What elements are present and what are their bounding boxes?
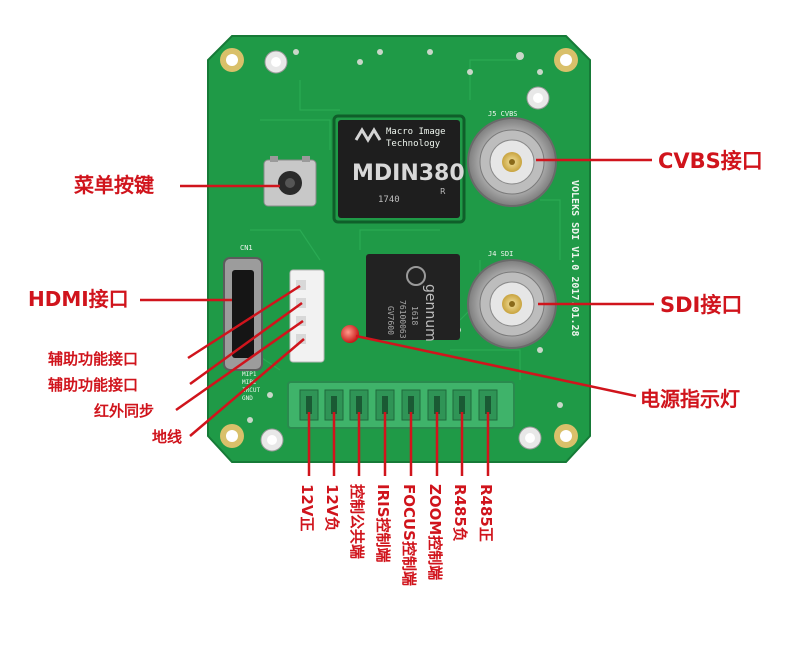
conn-j5: J5 CVBS (488, 110, 518, 118)
terminal-label: R485负 (451, 484, 469, 542)
terminal-label: IRIS控制端 (374, 484, 392, 563)
pin-mip1: MIP1 (242, 371, 257, 378)
terminal-label: 控制公共端 (348, 484, 366, 559)
terminal-screw (306, 396, 312, 414)
terminal-screw (356, 396, 362, 414)
annotations: 菜单按键 HDMI接口 辅助功能接口 辅助功能接口 红外同步 地线 CVBS接口… (28, 149, 763, 586)
terminal-screw (434, 396, 440, 414)
label-cvbs: CVBS接口 (658, 149, 763, 173)
chip2-code3: 1618 (410, 306, 419, 325)
chip2-brand: gennum (422, 284, 438, 342)
terminal-screw (331, 396, 337, 414)
chip-logo-icon (354, 127, 382, 143)
chip-mdin380: Macro Image Technology MDIN380 R 1740 (332, 114, 466, 224)
terminal-label: 12V负 (323, 484, 341, 531)
label-ir-sync: 红外同步 (94, 402, 154, 420)
chip1-code: 1740 (378, 195, 400, 205)
chip1-brand2: Technology (386, 139, 441, 149)
chip-gennum: gennum GV7600 76100063 1618 (366, 254, 460, 342)
mounting-holes (220, 48, 578, 452)
bnc-sdi: J4 SDI (467, 250, 557, 349)
pin-gnd: GND (242, 395, 253, 402)
label-hdmi: HDMI接口 (28, 287, 129, 311)
terminal-label: R485正 (477, 484, 495, 542)
terminal-label: FOCUS控制端 (400, 484, 418, 586)
chip1-sub: R (440, 187, 446, 196)
bnc-cvbs: J5 CVBS (467, 110, 557, 207)
menu-key-joystick[interactable] (263, 156, 317, 207)
terminal-screw (485, 396, 491, 414)
label-menu-key: 菜单按键 (73, 173, 154, 197)
conn-j4: J4 SDI (488, 250, 513, 258)
label-aux2: 辅助功能接口 (48, 376, 138, 394)
chip1-brand: Macro Image (386, 127, 446, 137)
pin-ircut: IRCUT (242, 387, 260, 394)
chip2-logo-icon (406, 266, 426, 286)
label-power-led: 电源指示灯 (640, 387, 740, 411)
label-ground: 地线 (152, 428, 182, 446)
power-led (341, 325, 359, 343)
chip2-code1: GV7600 (386, 306, 395, 335)
aux-connector: MIP1 MIP2 IRCUT GND (242, 269, 325, 402)
terminal-screw (408, 396, 414, 414)
hdmi-connector: CN1 (223, 244, 263, 371)
label-aux1: 辅助功能接口 (48, 350, 138, 368)
terminal-label: 12V正 (298, 484, 316, 531)
label-sdi: SDI接口 (660, 293, 742, 317)
chip1-model: MDIN380 (352, 161, 465, 186)
hdmi-ref: CN1 (240, 244, 253, 252)
silk-version: VOLEKS SDI V1.0 2017.01.28 (569, 180, 580, 337)
chip2-code2: 76100063 (398, 300, 407, 339)
pin-mip2: MIP2 (242, 379, 257, 386)
terminal-screw (382, 396, 388, 414)
terminal-block (287, 381, 515, 429)
terminal-screw (459, 396, 465, 414)
terminal-label: ZOOM控制端 (426, 484, 444, 580)
